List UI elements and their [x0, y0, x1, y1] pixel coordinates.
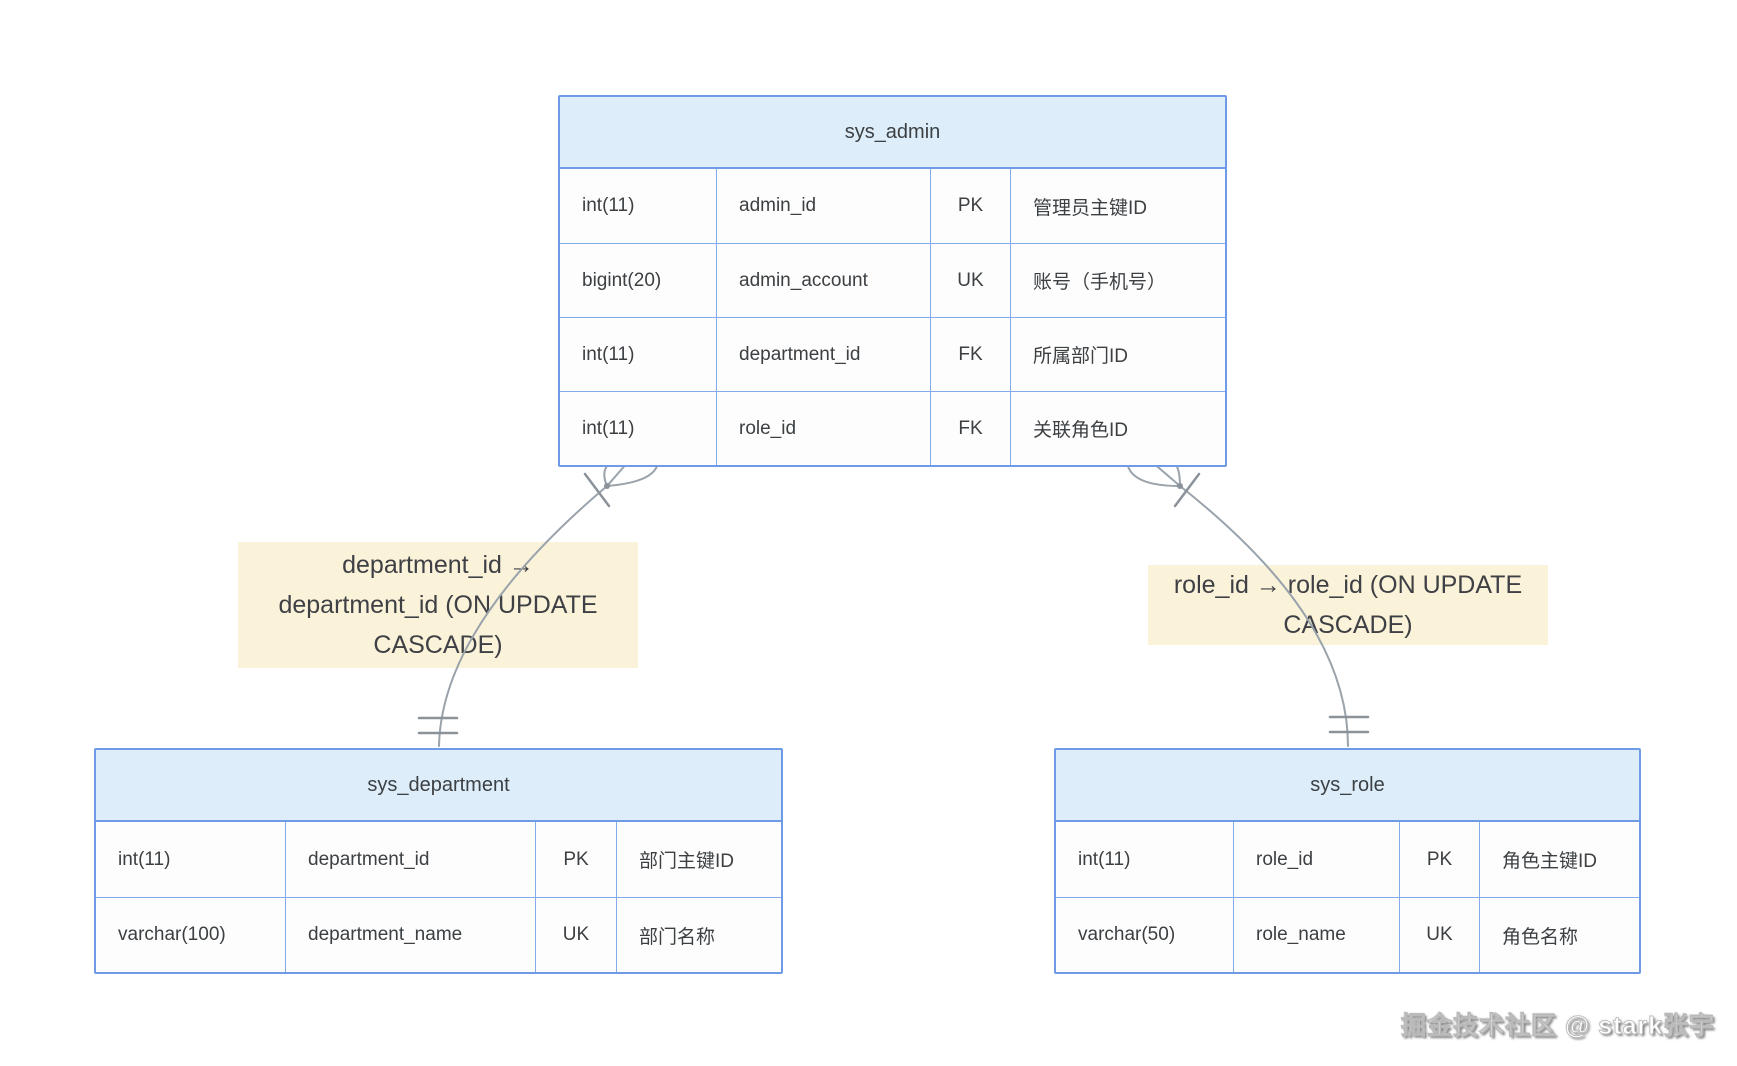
column-type-cell: int(11) — [1078, 848, 1131, 870]
table-row[interactable]: bigint(20) admin_account UK 账号（手机号） — [560, 243, 1225, 317]
column-name-cell: admin_account — [716, 244, 930, 317]
column-name-cell: admin_id — [716, 169, 930, 243]
column-key-cell: FK — [930, 392, 1010, 465]
exactly-one-bars-icon — [1328, 715, 1370, 734]
column-comment-cell: 账号（手机号） — [1010, 244, 1225, 317]
exactly-one-bars-icon — [417, 716, 459, 735]
table-row[interactable]: int(11) admin_id PK 管理员主键ID — [560, 169, 1225, 243]
table-sys-department[interactable]: sys_department int(11) department_id PK … — [94, 748, 783, 974]
crowfoot-junction-dot — [604, 483, 610, 489]
column-key-cell: PK — [1399, 822, 1479, 897]
crowfoot-junction-dot — [1177, 483, 1183, 489]
relationship-label-text: CASCADE) — [373, 631, 503, 659]
column-name-cell: department_id — [716, 318, 930, 391]
column-comment-cell: 关联角色ID — [1010, 392, 1225, 465]
column-name-cell: role_name — [1233, 898, 1399, 972]
column-key-cell: PK — [930, 169, 1010, 243]
column-type-cell: int(11) — [582, 195, 635, 216]
relationship-label-text: department_id (ON UPDATE — [278, 591, 598, 619]
column-type-cell: bigint(20) — [582, 269, 662, 291]
column-comment-cell: 角色主键ID — [1479, 822, 1639, 897]
table-row[interactable]: varchar(50) role_name UK 角色名称 — [1056, 897, 1639, 972]
column-comment-cell: 管理员主键ID — [1010, 169, 1225, 243]
column-type-cell: varchar(50) — [1078, 924, 1176, 945]
column-key-cell: PK — [535, 822, 616, 897]
column-type-cell: int(11) — [582, 417, 635, 439]
column-comment-cell: 部门名称 — [616, 898, 781, 972]
relationship-label-text: CASCADE) — [1283, 611, 1413, 639]
table-row[interactable]: int(11) role_id FK 关联角色ID — [560, 391, 1225, 465]
column-type-cell: int(11) — [582, 343, 635, 365]
table-title[interactable]: sys_department — [96, 750, 781, 822]
column-type-cell: varchar(100) — [118, 924, 226, 945]
column-comment-cell: 部门主键ID — [616, 822, 781, 897]
one-tick-icon — [583, 472, 611, 508]
column-key-cell: UK — [535, 898, 616, 972]
column-name-cell: department_id — [285, 822, 535, 897]
table-row[interactable]: varchar(100) department_name UK 部门名称 — [96, 897, 781, 972]
column-key-cell: FK — [930, 318, 1010, 391]
column-name-cell: role_id — [716, 392, 930, 465]
relationship-label-text: department_id → — [342, 551, 534, 579]
column-name-cell: department_name — [285, 898, 535, 972]
column-comment-cell: 角色名称 — [1479, 898, 1639, 972]
column-type-cell: int(11) — [118, 848, 171, 870]
one-tick-icon — [1173, 472, 1201, 508]
column-key-cell: UK — [1399, 898, 1479, 972]
relationship-label-role[interactable]: role_id → role_id (ON UPDATE CASCADE) — [1148, 565, 1548, 645]
table-row[interactable]: int(11) department_id PK 部门主键ID — [96, 822, 781, 897]
table-row[interactable]: int(11) role_id PK 角色主键ID — [1056, 822, 1639, 897]
table-title[interactable]: sys_role — [1056, 750, 1639, 822]
table-sys-admin[interactable]: sys_admin int(11) admin_id PK 管理员主键ID bi… — [558, 95, 1227, 467]
column-comment-cell: 所属部门ID — [1010, 318, 1225, 391]
table-title[interactable]: sys_admin — [560, 97, 1225, 169]
table-row[interactable]: int(11) department_id FK 所属部门ID — [560, 317, 1225, 391]
table-sys-role[interactable]: sys_role int(11) role_id PK 角色主键ID varch… — [1054, 748, 1641, 974]
relationship-label-department[interactable]: department_id → department_id (ON UPDATE… — [238, 542, 638, 668]
relationship-label-text: role_id → role_id (ON UPDATE — [1173, 571, 1523, 599]
column-key-cell: UK — [930, 244, 1010, 317]
column-name-cell: role_id — [1233, 822, 1399, 897]
watermark: 掘金技术社区 @ stark张宇 — [1400, 1012, 1715, 1041]
